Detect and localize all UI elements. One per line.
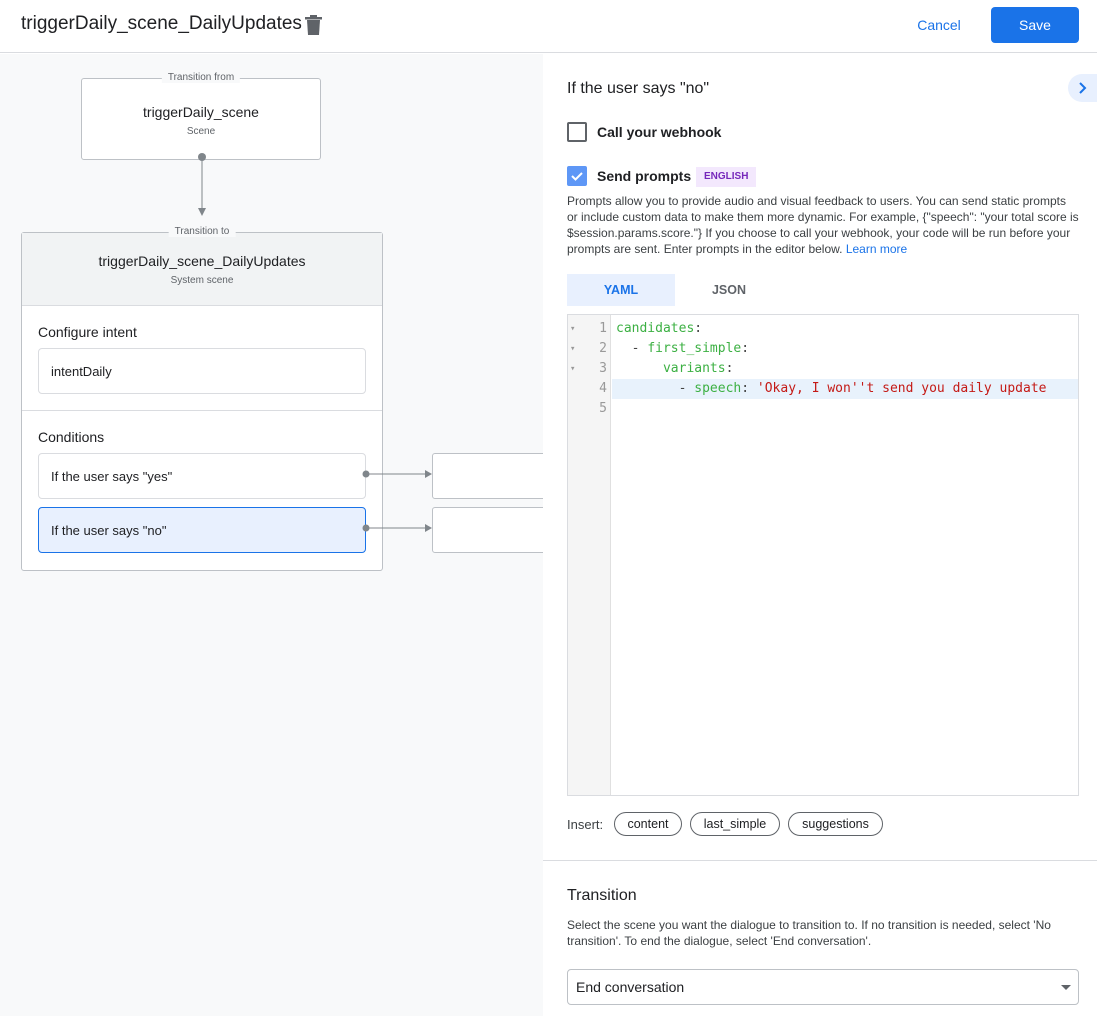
webhook-checkbox[interactable] [567, 122, 587, 142]
insert-chip-suggestions[interactable]: suggestions [788, 812, 883, 836]
code-line: - speech: 'Okay, I won''t send you daily… [678, 381, 1047, 396]
fold-arrow-icon[interactable]: ▾ [570, 364, 576, 374]
code-line: variants: [662, 361, 734, 376]
active-line-highlight [612, 379, 1078, 399]
no-target-card[interactable] [432, 507, 543, 553]
line-number: 3 [599, 361, 607, 376]
transition-to-label: Transition to [168, 226, 236, 237]
transition-from-label: Transition from [161, 72, 241, 83]
save-button[interactable]: Save [991, 7, 1079, 43]
transition-to-card: Transition to triggerDaily_scene_DailyUp… [21, 226, 383, 571]
learn-more-link[interactable]: Learn more [845, 242, 908, 256]
line-number: 2 [599, 341, 607, 356]
intent-item[interactable]: intentDaily [38, 348, 366, 394]
prompts-checkbox[interactable] [567, 166, 587, 186]
transition-description: Select the scene you want the dialogue t… [567, 918, 1051, 948]
fold-arrow-icon[interactable]: ▾ [570, 344, 576, 354]
editor-gutter [568, 315, 611, 795]
transition-from-card[interactable]: Transition from triggerDaily_scene Scene [81, 72, 321, 160]
line-number: 5 [599, 401, 607, 416]
from-scene-name: triggerDaily_scene [143, 104, 259, 120]
condition-connectors [362, 470, 432, 532]
from-scene-type: Scene [186, 126, 216, 137]
prompts-description: Prompts allow you to provide audio and v… [567, 193, 1079, 257]
collapse-panel-button[interactable] [1068, 74, 1097, 102]
transition-select[interactable]: End conversation [567, 969, 1079, 1005]
yes-target-card[interactable] [432, 453, 543, 499]
insert-label: Insert: [567, 817, 604, 832]
configure-intent-heading: Configure intent [38, 324, 137, 340]
divider [543, 860, 1097, 861]
dropdown-arrow-icon [1061, 985, 1071, 990]
trash-icon[interactable] [305, 15, 322, 40]
tab-yaml[interactable]: YAML [567, 274, 675, 306]
code-line: candidates: [616, 321, 703, 336]
conditions-heading: Conditions [38, 429, 105, 445]
fold-arrow-icon[interactable]: ▾ [570, 324, 576, 334]
code-editor[interactable]: ▾ 1 candidates: ▾ 2 - first_simple: ▾ 3 varian… [567, 314, 1079, 796]
line-number: 1 [599, 321, 607, 336]
header: triggerDaily_scene_DailyUpdates Cancel S… [0, 0, 1097, 53]
page-title: triggerDaily_scene_DailyUpdates [21, 13, 302, 34]
panel-heading: If the user says "no" [567, 80, 710, 97]
language-badge: ENGLISH [696, 167, 757, 187]
condition-yes[interactable]: If the user says "yes" [38, 453, 366, 499]
line-number: 4 [599, 381, 607, 396]
transition-select-value: End conversation [576, 979, 685, 995]
to-scene-type: System scene [170, 275, 234, 286]
description-text: Prompts allow you to provide audio and v… [567, 194, 1079, 256]
scene-canvas: Transition from triggerDaily_scene Scene… [0, 54, 543, 1016]
insert-chip-last-simple[interactable]: last_simple [690, 812, 780, 836]
condition-no[interactable]: If the user says "no" [38, 507, 366, 553]
connector-arrow [198, 153, 206, 216]
condition-panel [543, 54, 1097, 1016]
transition-heading: Transition [567, 887, 637, 904]
tab-json[interactable]: JSON [711, 283, 747, 297]
code-line: - first_simple: [631, 341, 750, 356]
prompts-label: Send prompts [597, 168, 692, 184]
cancel-button[interactable]: Cancel [905, 8, 973, 42]
insert-chip-content[interactable]: content [614, 812, 682, 836]
webhook-label: Call your webhook [597, 124, 722, 140]
to-scene-name: triggerDaily_scene_DailyUpdates [98, 253, 306, 269]
